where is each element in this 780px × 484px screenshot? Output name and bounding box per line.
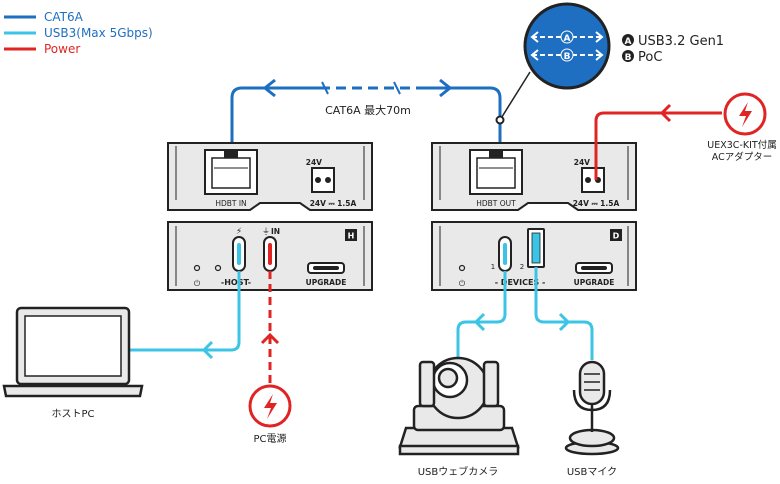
usb-webcam: USBウェブカメラ <box>398 356 520 478</box>
rx-terminal-label: 24V <box>574 158 590 167</box>
rx-power-led-icon: ⏻ <box>459 279 466 288</box>
devices-group-label: - DEVICES - <box>495 278 546 287</box>
webcam-label: USBウェブカメラ <box>418 465 499 478</box>
pc-power-cable: PC電源 <box>248 271 292 445</box>
host-badge <box>345 229 357 241</box>
device-badge-text: D <box>613 232 620 241</box>
legend: CAT6A USB3(Max 5Gbps) Power <box>4 10 153 56</box>
arrow-left-icon <box>262 78 276 98</box>
device-badge <box>610 229 622 241</box>
arrow-right-icon <box>558 312 571 332</box>
hdbt-out-label: HDBT OUT <box>476 199 516 208</box>
usb3-cable-host <box>130 271 241 352</box>
device-port-2-number: 2 <box>520 263 524 271</box>
cable-callout: A B <box>495 2 611 125</box>
usb3-cable-mic <box>534 267 594 360</box>
tx-power-led-icon: ⏻ <box>194 279 201 288</box>
host-port-bolt-icon: ⚡ <box>236 227 242 237</box>
rx-power-terminal <box>581 167 605 193</box>
tx-led-power <box>193 264 201 272</box>
callout-legend-text-b: PoC <box>638 50 662 65</box>
adapter-power-cable: UEX3C-KIT付属 ACアダプター <box>594 92 777 180</box>
pc-power-label: PC電源 <box>253 432 286 445</box>
tx-led-link <box>214 264 222 272</box>
arrow-left-icon <box>659 103 672 123</box>
arrow-up-icon <box>260 332 280 345</box>
rx-led-power <box>458 264 466 272</box>
legend-label-usb3: USB3(Max 5Gbps) <box>44 26 153 40</box>
tx-power-terminal <box>311 167 335 193</box>
transmitter-back-panel: HDBT IN 24V 24V ⎓ 1.5A <box>167 142 373 211</box>
host-pc-label: ホストPC <box>51 408 94 420</box>
usb3-cable-camera <box>456 271 507 360</box>
rx-upgrade-label: UPGRADE <box>574 278 615 287</box>
hdbt-in-label: HDBT IN <box>215 199 246 208</box>
tx-power-rating: 24V ⎓ 1.5A <box>310 199 357 208</box>
host-pc: ホストPC <box>2 306 144 420</box>
callout-badge-a: A <box>564 34 571 44</box>
callout-legend: A USB3.2 Gen1 B PoC <box>622 34 724 65</box>
receiver-front-panel: D ⏻ 1 2 - DEVICES - UPGRADE <box>431 221 637 291</box>
plug-icon: ⏚ <box>262 227 270 236</box>
host-group-label: -HOST- <box>221 278 251 287</box>
rx-power-rating: 24V ⎓ 1.5A <box>573 199 620 208</box>
tx-upgrade-label: UPGRADE <box>306 278 347 287</box>
host-badge-text: H <box>348 232 355 241</box>
legend-label-cat6a: CAT6A <box>44 10 84 24</box>
laptop-base <box>2 384 144 398</box>
adapter-label-line1: UEX3C-KIT付属 <box>707 140 776 151</box>
arrow-left-icon <box>201 340 214 360</box>
arrow-right-icon <box>439 78 453 98</box>
callout-legend-badge-a: A <box>625 37 632 47</box>
pc-power-in-label: IN <box>271 227 280 236</box>
device-port-1-number: 1 <box>491 263 495 271</box>
callout-badge-b: B <box>564 52 571 62</box>
callout-legend-text-a: USB3.2 Gen1 <box>638 34 724 49</box>
arrow-left-icon <box>473 312 486 332</box>
cat6a-link: CAT6A 最大70m <box>230 78 502 150</box>
mic-label: USBマイク <box>567 466 617 478</box>
tx-terminal-label: 24V <box>306 158 322 167</box>
adapter-label-line2: ACアダプター <box>712 151 772 163</box>
usb-microphone: USBマイク <box>564 360 620 478</box>
usb3-cables <box>130 267 594 360</box>
receiver-back-panel: HDBT OUT 24V 24V ⎓ 1.5A <box>431 142 637 211</box>
legend-label-power: Power <box>44 42 80 56</box>
callout-legend-badge-b: B <box>625 53 632 63</box>
cable-length-label: CAT6A 最大70m <box>325 103 411 117</box>
transmitter-front-panel: H ⏻ ⚡ ⏚ IN -HOST- UPGRADE <box>167 221 373 291</box>
